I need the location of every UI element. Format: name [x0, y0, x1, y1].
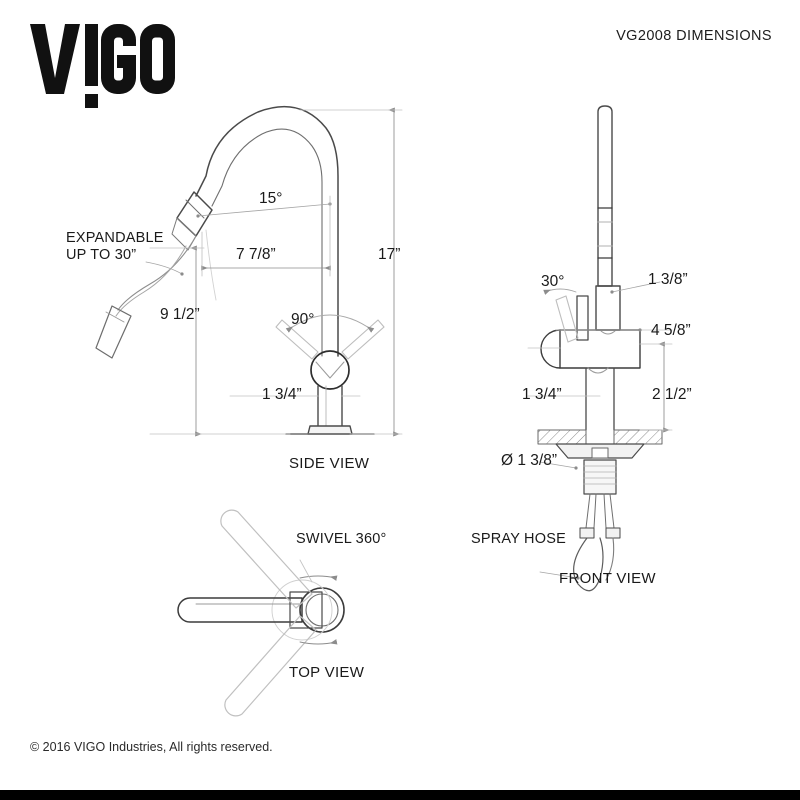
- document-title: VG2008 DIMENSIONS: [616, 28, 772, 44]
- vigo-logo: [28, 22, 178, 114]
- side-view-label: SIDE VIEW: [289, 455, 370, 472]
- front-view-geometry: [537, 105, 663, 592]
- dimension-reach: 7 7/8”: [236, 246, 276, 263]
- front-view-label: FRONT VIEW: [559, 570, 656, 587]
- dimension-spray-angle: 15°: [259, 190, 283, 207]
- dimension-spout-width: 1 3/8”: [648, 271, 688, 288]
- bottom-bar: [0, 790, 800, 800]
- copyright-text: © 2016 VIGO Industries, All rights reser…: [30, 740, 273, 754]
- expandable-note-line2: UP TO 30”: [66, 247, 137, 264]
- expandable-note-line1: EXPANDABLE: [66, 230, 164, 246]
- top-view-label: TOP VIEW: [289, 664, 365, 681]
- dimension-body-width: 1 3/4”: [522, 386, 562, 403]
- dimension-body-height: 2 1/2”: [652, 386, 692, 403]
- dimension-handle-angle-front: 30°: [541, 273, 565, 290]
- dimension-handle-angle-side: 90°: [291, 311, 315, 328]
- dimension-hole-diameter: Ø 1 3/8”: [501, 452, 557, 469]
- spray-hose-note: SPRAY HOSE: [471, 531, 566, 547]
- dimension-base-height: 1 3/4”: [262, 386, 302, 403]
- side-view-geometry: [95, 105, 385, 435]
- dimension-total-height: 17”: [378, 246, 401, 263]
- dimension-handle-height: 4 5/8”: [651, 322, 691, 339]
- dimension-spout-height: 9 1/2”: [160, 306, 200, 323]
- swivel-note: SWIVEL 360°: [296, 531, 387, 547]
